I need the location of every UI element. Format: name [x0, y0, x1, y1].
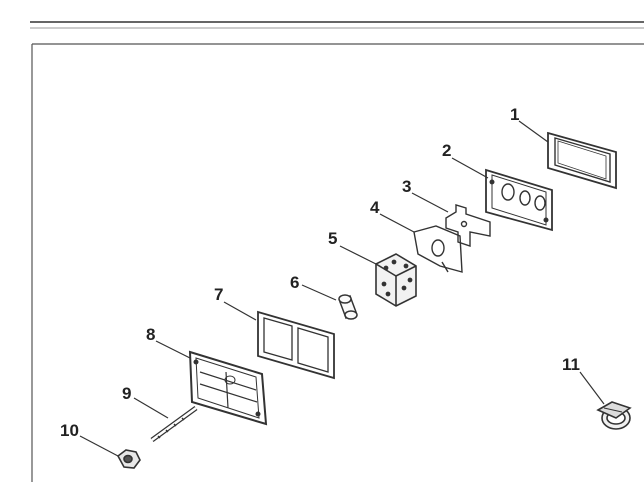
part-10-nut: [116, 449, 141, 469]
callout-10: 10: [60, 421, 79, 440]
callout-4: 4: [370, 198, 380, 217]
part-2-plate: [485, 168, 553, 232]
part-11-clamp: [596, 401, 632, 430]
part-5-block: [375, 253, 417, 307]
part-3-reed-petal: [445, 204, 491, 247]
callout-5: 5: [328, 229, 337, 248]
callout-11: 11: [562, 355, 580, 374]
part-8-reed-cage: [188, 350, 268, 426]
callout-1: 1: [510, 105, 519, 124]
part-9-bolt: [150, 405, 198, 443]
leader-lines: [79, 120, 605, 457]
callout-6: 6: [290, 273, 299, 292]
diagram-frame: [31, 43, 644, 482]
header-rule: [30, 21, 644, 29]
callout-7: 7: [214, 285, 223, 304]
part-4-reed-stop: [413, 225, 463, 273]
callout-9: 9: [122, 384, 131, 403]
callouts: 1 2 3 4 5 6 7 8 9 10 11: [60, 105, 580, 440]
callout-2: 2: [442, 141, 451, 160]
part-7-gasket: [257, 310, 335, 380]
callout-8: 8: [146, 325, 155, 344]
callout-3: 3: [402, 177, 411, 196]
part-6-spacer: [338, 294, 358, 320]
part-1-gasket: [547, 131, 617, 190]
